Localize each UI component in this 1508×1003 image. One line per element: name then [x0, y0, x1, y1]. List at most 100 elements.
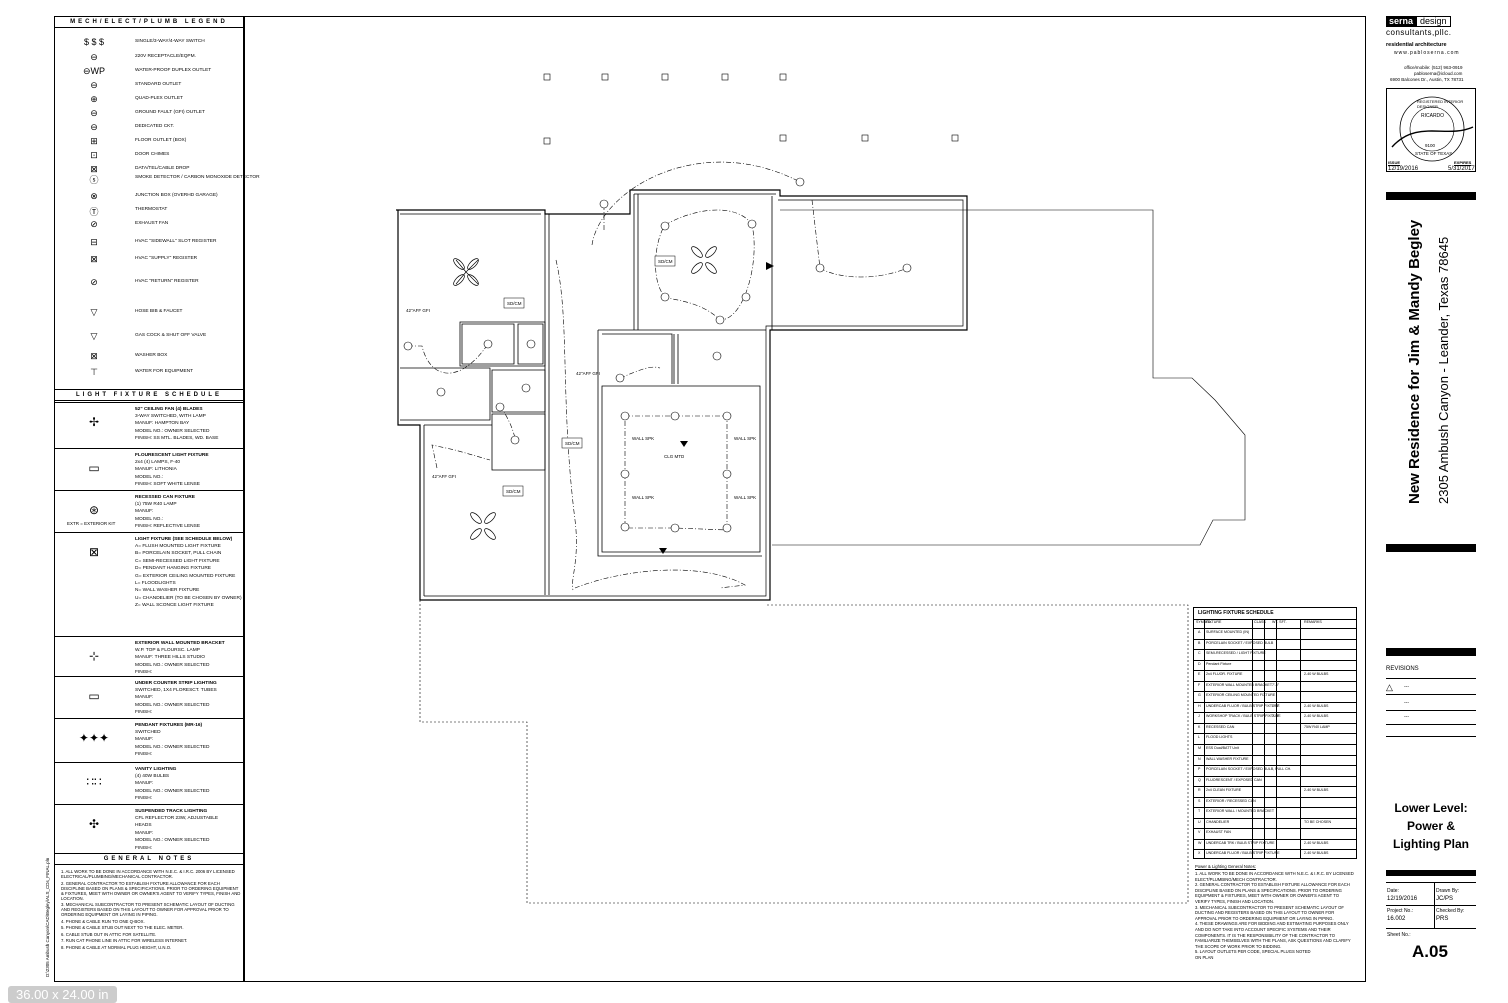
schedule-cell: U	[1198, 819, 1201, 824]
schedule-cell: K	[1198, 724, 1201, 729]
sdcm-label: SD/CM	[658, 259, 673, 264]
schedule-cell: S	[1198, 798, 1201, 803]
firm-url: www.pabloserna.com	[1394, 50, 1460, 56]
fixture-spec: HEADS	[135, 823, 152, 829]
fixture-spec: MODEL NO.: OWNER SELECTED	[135, 428, 210, 434]
legend-panel: MECH/ELECT/PLUMB LEGEND $ $ $SINGLE/3-WA…	[45, 16, 260, 982]
exterior-wall	[396, 189, 968, 601]
light-fixture-icon	[620, 469, 630, 479]
fixture-spec: (4) 40W BULBS	[135, 774, 170, 779]
gfi-outlet-icon: ⊖	[90, 108, 98, 118]
schedule-cell: 2-40 W BULBS	[1304, 703, 1329, 708]
schedule-cell: Pendant Fixture	[1206, 661, 1232, 666]
fixture-symbol-icon: ▭	[88, 461, 100, 475]
light-fixture-icon	[722, 469, 732, 479]
general-note: 3. MECHANICAL SUBCONTRACTOR TO PRESENT S…	[61, 902, 235, 917]
sheet-title-line: Lower Level:	[1394, 801, 1468, 815]
general-notes-header: GENERAL NOTES	[55, 853, 243, 865]
sheet-title-line: Power &	[1406, 819, 1455, 833]
expires-date: 5/31/2017	[1448, 166, 1475, 172]
schedule-cell: TO BE CHOSEN	[1304, 819, 1332, 824]
project-info-grid: Date: 12/19/2016 Drawn By: JC/PS Project…	[1386, 882, 1476, 982]
outlet-wp-icon: ⊖WP	[82, 66, 106, 76]
fixture-spec: G= EXTERIOR CEILING MOUNTED FIXTURE	[135, 573, 236, 579]
schedule-cell: WORKSHOP TRACK / BULB STRIP FIXTURE	[1206, 714, 1281, 719]
schedule-cell: SEMI-RECESSED / LIGHT FIXTURE	[1206, 651, 1266, 656]
circuit-runs	[408, 161, 908, 591]
fixture-title: UNDER COUNTER STRIP LIGHTING	[135, 681, 217, 686]
patio-outline	[419, 600, 1189, 904]
legend-item-label: DOOR CHIMES	[135, 152, 170, 157]
light-fixture-icon	[620, 411, 630, 421]
quadplex-icon: ⊕	[90, 94, 98, 104]
legend-item-label: HVAC "SUPPLY" REGISTER	[135, 256, 198, 261]
fixture-symbol-icon: ⊠	[88, 545, 100, 559]
fixture-spec: MANUF: LITHONIA	[135, 467, 177, 473]
light-fixture-icon	[747, 219, 757, 229]
schedule-cell: PORCELAIN SOCKET / EXPOSED BULB, PULL CH…	[1206, 767, 1292, 772]
revision-line: ---	[1404, 714, 1409, 720]
schedule-cell: L	[1198, 735, 1200, 740]
fixture-title: 52" CEILING FAN (4) BLADES	[135, 407, 203, 412]
fixture-spec: MANUF: THREE HILLS STUDIO	[135, 655, 206, 661]
schedule-cell: UNDERCAB TRK / BULB STRIP FIXTURE	[1206, 840, 1275, 845]
light-schedule-header: LIGHT FIXTURE SCHEDULE	[55, 389, 243, 401]
light-fixture-icon	[815, 263, 825, 273]
gfi-label: 42"AFF GFI	[406, 308, 430, 313]
issue-label: ISSUE	[1388, 160, 1401, 165]
schedule-cell: 7'-0"	[1272, 714, 1280, 719]
chime-icon: ⊡	[90, 150, 98, 160]
schedule-cell: X	[1198, 851, 1201, 856]
fixture-title: EXTERIOR WALL MOUNTED BRACKET	[135, 641, 225, 646]
fixture-spec: MODEL NO.: OWNER SELECTED	[135, 662, 210, 668]
legend-item-label: HOSE BIB & FAUCET	[135, 309, 183, 314]
power-lighting-note: EQUIPMENT & FIXTURES, MEET WITH OWNER OR…	[1195, 893, 1339, 899]
schedule-cell: CHANDELIER	[1206, 819, 1230, 824]
triangle-markers	[659, 262, 774, 554]
firm-name-2: design	[1416, 16, 1451, 27]
fixture-spec: MANUF:	[135, 781, 154, 787]
seal-name: RICARDO	[1421, 113, 1445, 119]
light-fixture-icon	[403, 341, 413, 351]
schedule-header: WT. SFT.	[1272, 620, 1287, 624]
power-lighting-note: 3. MECHANICAL SUBCONTRACTOR TO PRESENT S…	[1195, 904, 1344, 910]
fixture-symbol-icon: ✢	[88, 415, 100, 429]
project-no-value: 16.002	[1387, 916, 1406, 922]
schedule-cell: SURFACE MOUNTED (IN)	[1206, 630, 1250, 634]
fixture-spec: U= CHANDELIER (TO BE CHOSEN BY OWNER)	[135, 595, 242, 601]
project-address: 2305 Ambush Canyon - Leander, Texas 7864…	[1436, 236, 1451, 504]
fan-icon: ⊘	[90, 219, 98, 229]
fixture-spec: MODEL NO.: OWNER SELECTED	[135, 838, 210, 844]
schedule-cell: 2-40 W BULBS	[1304, 851, 1329, 856]
fixture-symbol-icon: ∷∷	[86, 775, 102, 789]
fixture-spec: FINISH:	[135, 752, 153, 758]
schedule-cell: C	[1198, 651, 1201, 656]
fixture-spec: MODEL NO.: OWNER SELECTED	[135, 744, 210, 750]
project-title: New Residence for Jim & Mandy Begley	[1406, 219, 1423, 504]
light-fixture-icon	[902, 263, 912, 273]
fixture-spec: FINISH:	[135, 670, 153, 676]
ceiling-mount-label: CLG MTD	[664, 454, 685, 459]
fixture-spec: L= FLOODLIGHTS	[135, 581, 176, 586]
light-fixture-icon	[712, 351, 722, 361]
power-lighting-note: FAMILIARIZE THEMSELVES WITH THE PLANS, A…	[1195, 938, 1351, 944]
fixture-symbol-icon: ▭	[88, 689, 100, 703]
seal-icon	[1391, 96, 1474, 162]
light-fixture-icon	[722, 523, 732, 533]
fixture-spec: FINISH:	[135, 710, 153, 716]
legend-item-label: EXHAUST FAN	[135, 221, 169, 226]
fixture-title: RECESSED CAN FIXTURE	[135, 495, 195, 500]
legend-item-label: WATER-PROOF DUPLEX OUTLET	[135, 68, 212, 73]
dedicated-icon: ⊖	[90, 122, 98, 132]
schedule-cell: R	[1198, 788, 1201, 793]
schedule-cell: EXTERIOR WALL / MOUNTED BRACKET	[1206, 809, 1275, 814]
light-fixture-icon	[722, 411, 732, 421]
fixture-spec: MANUF:	[135, 737, 154, 743]
project-no-label: Project No.:	[1387, 908, 1414, 914]
smoke-detector-icon	[502, 485, 524, 497]
light-fixture-icon	[483, 339, 493, 349]
revision-line: ---	[1404, 684, 1409, 690]
fixture-spec: 3-WAY SWITCHED, WITH LAMP	[135, 414, 206, 419]
drawn-value: JC/PS	[1436, 896, 1454, 902]
